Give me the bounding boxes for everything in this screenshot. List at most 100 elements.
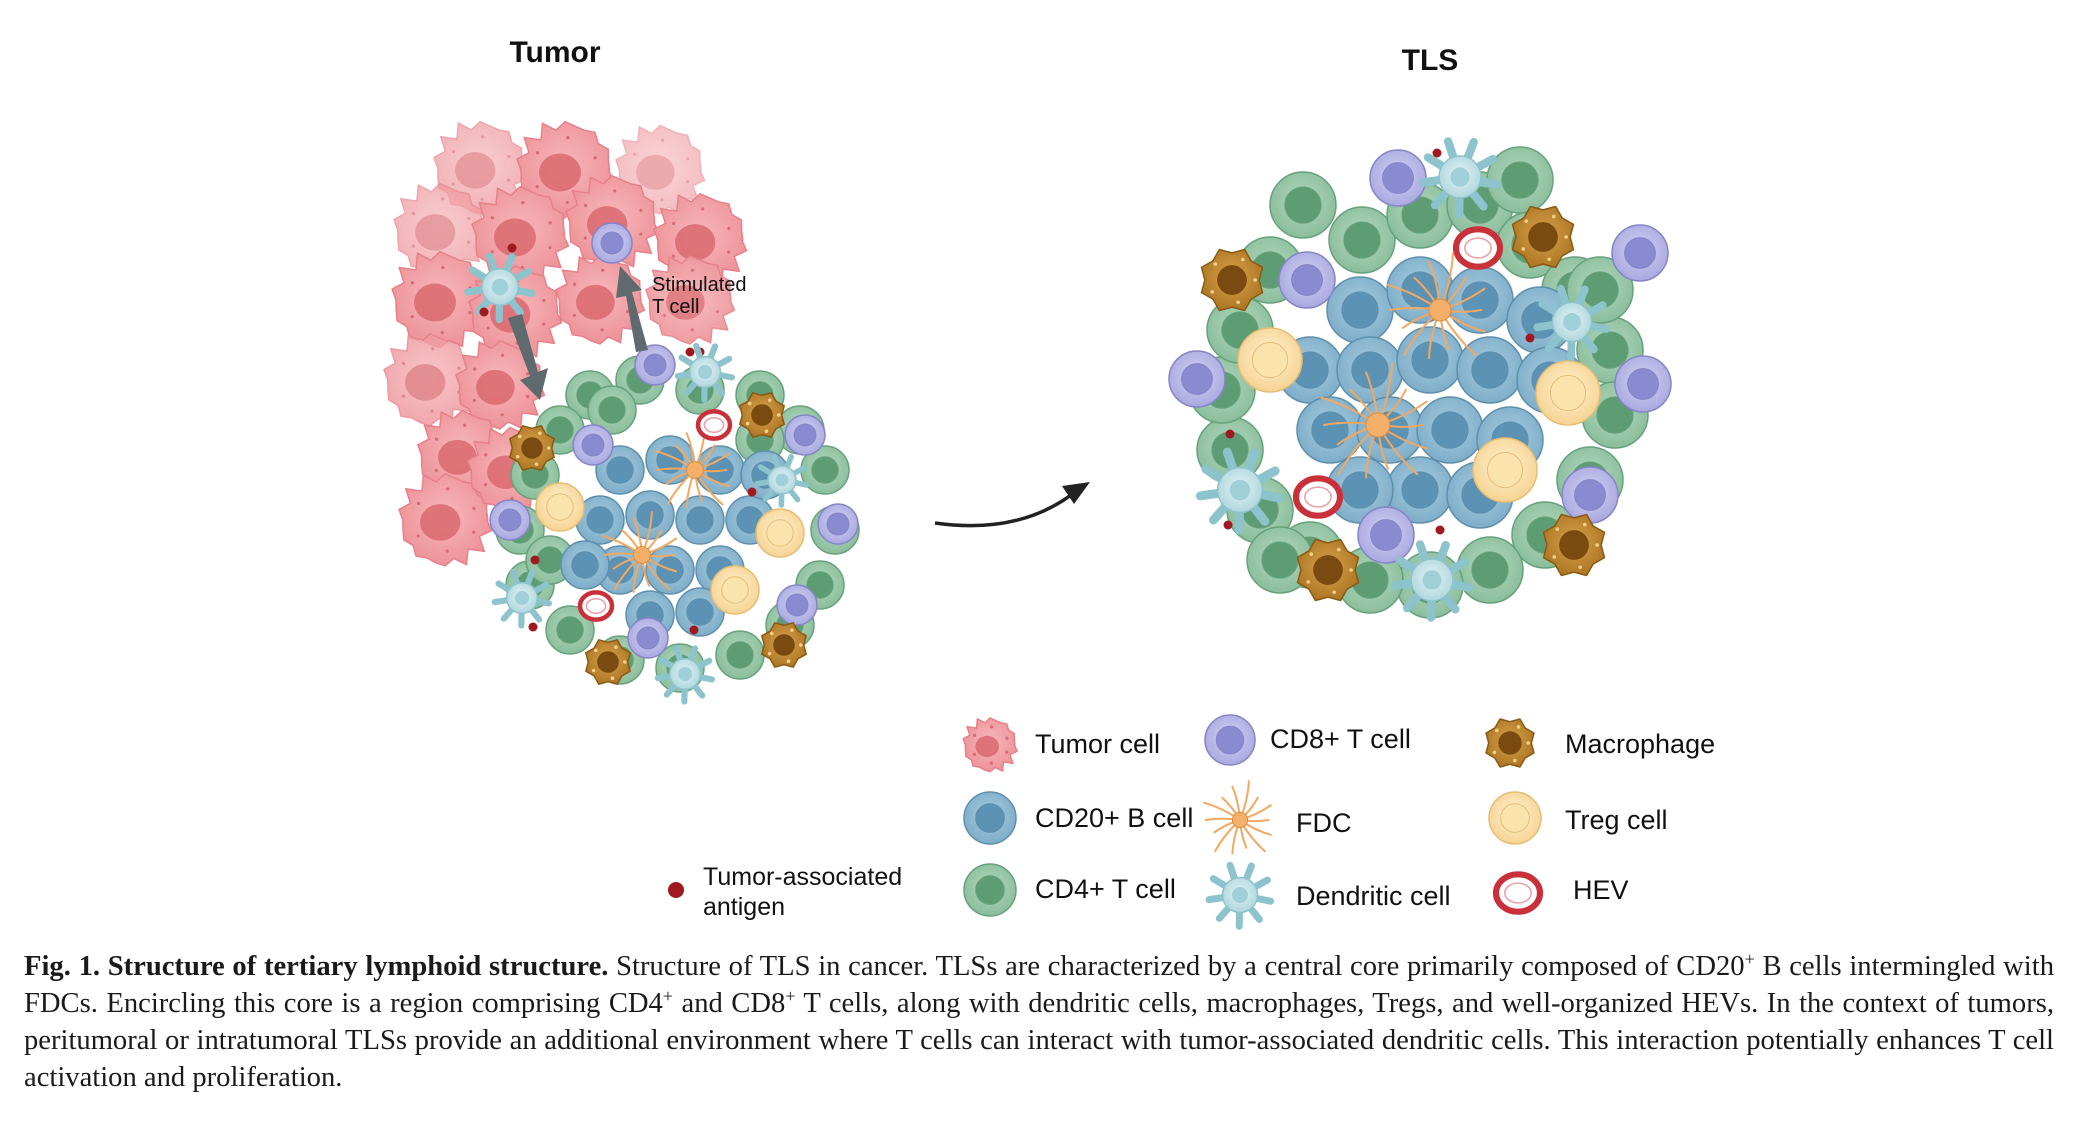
cd4-t-cell [1486, 146, 1554, 214]
t-cell-label: T cell [652, 296, 699, 318]
dendritic-cell [754, 453, 810, 508]
legend-antigen: Tumor-associated antigen [668, 863, 902, 921]
hev [577, 590, 615, 622]
cd8-t-cell [784, 414, 826, 456]
tumor-cell [962, 717, 1019, 773]
treg-label: Treg cell [1565, 805, 1668, 835]
b-cell [963, 791, 1017, 845]
tumor-cell [471, 185, 570, 284]
dendritic-cell [1390, 540, 1473, 622]
cd8-t-cell [1204, 714, 1256, 766]
cd8-t-cell [1278, 251, 1336, 309]
tls-cluster [1168, 137, 1672, 622]
b-cell [1336, 336, 1404, 404]
hev-label: HEV [1573, 875, 1629, 905]
peritumoral-tls-cluster [489, 342, 860, 705]
cd8-t-cell [817, 503, 859, 545]
dendritic-cell [1533, 284, 1611, 361]
antigen-dot [747, 487, 757, 497]
legend-cd8: CD8+ T cell [1204, 714, 1411, 766]
b-cell [1326, 276, 1394, 344]
legend-macrophage: Macrophage [1485, 718, 1715, 768]
b-cell [675, 587, 725, 637]
antigen-dot [507, 243, 517, 253]
cd4-t-cell [800, 445, 850, 495]
cd8-t-cell [591, 222, 633, 264]
cd8-t-cell [1561, 466, 1619, 524]
fdc [654, 426, 731, 508]
hev [695, 409, 733, 441]
dendritic-cell [1418, 137, 1501, 219]
antigen-dot [685, 347, 695, 357]
macrophage [1511, 205, 1575, 269]
legend: Tumor-associated antigen Tumor cell CD20… [668, 714, 1715, 930]
treg-cell [1535, 360, 1601, 426]
cd4-t-cell [963, 863, 1017, 917]
caption-text-3: and CD8 [673, 988, 786, 1019]
cd4-t-cell [587, 385, 637, 435]
cd8-t-cell [627, 617, 669, 659]
cd4-t-cell [1246, 526, 1314, 594]
fdc [1320, 362, 1428, 479]
b-cell [625, 490, 675, 540]
hev [1292, 475, 1344, 519]
caption-sup-3: + [785, 986, 796, 1006]
cd4-label: CD4+ T cell [1035, 874, 1176, 904]
figure-caption: Fig. 1. Structure of tertiary lymphoid s… [24, 948, 2054, 1096]
treg-cell [1472, 437, 1538, 503]
treg-cell [535, 482, 585, 532]
cd8-t-cell [572, 424, 614, 466]
macrophage [1485, 718, 1535, 768]
tumor-cell [398, 472, 493, 567]
antigen-label-1: Tumor-associated [703, 863, 902, 891]
cd4-t-cell [545, 605, 595, 655]
b-cell [1396, 326, 1464, 394]
antigen-dot [1223, 520, 1233, 530]
fdc [1386, 252, 1486, 360]
dendritic-cell [674, 342, 736, 403]
cd4-t-cell [715, 630, 765, 680]
tumor-cell [454, 339, 546, 430]
treg-cell [1488, 791, 1542, 845]
transition-arrow [934, 482, 1090, 528]
legend-cd4: CD4+ T cell [963, 863, 1176, 917]
tumor-panel-title: Tumor [509, 36, 600, 69]
cd8-t-cell [1611, 224, 1669, 282]
tls-panel-title: TLS [1402, 44, 1459, 77]
tumor-cell [383, 332, 478, 427]
legend-dendritic: Dendritic cell [1205, 861, 1451, 930]
cd8-t-cell [489, 499, 531, 541]
cd8-t-cell [1357, 506, 1415, 564]
antigen-dot [1225, 429, 1235, 439]
arrow-down-icon [508, 314, 548, 400]
b-cell [1326, 456, 1394, 524]
macrophage [761, 622, 807, 668]
macrophage [509, 425, 555, 471]
cd4-t-cell [1328, 206, 1396, 274]
legend-b-cell: CD20+ B cell [963, 791, 1193, 845]
tumor-cell-label: Tumor cell [1035, 729, 1160, 759]
antigen-dot [479, 307, 489, 317]
b-cell [1416, 396, 1484, 464]
caption-text-1: Structure of TLS in cancer. TLSs are cha… [608, 951, 1745, 982]
antigen-dot [1432, 148, 1442, 158]
fdc-label: FDC [1296, 808, 1352, 838]
treg-cell [710, 565, 760, 615]
dendritic-cell [1205, 861, 1275, 930]
treg-cell [755, 508, 805, 558]
caption-text-4: T cells, along with dendritic cells, mac… [24, 988, 2054, 1093]
macrophage [1200, 248, 1264, 312]
cd4-t-cell [1456, 536, 1524, 604]
b-cell [1446, 266, 1514, 334]
legend-fdc: FDC [1203, 780, 1352, 855]
hev [1492, 871, 1544, 915]
macrophage [585, 639, 631, 685]
legend-tumor-cell: Tumor cell [962, 717, 1160, 773]
cd4-t-cell [1269, 171, 1337, 239]
cd8-t-cell [776, 584, 818, 626]
dendritic-label: Dendritic cell [1296, 881, 1451, 911]
cd8-t-cell [1614, 355, 1672, 413]
caption-figure-label: Fig. 1. Structure of tertiary lymphoid s… [24, 951, 609, 982]
fdc [1203, 780, 1272, 855]
caption-sup-2: + [662, 986, 674, 1006]
